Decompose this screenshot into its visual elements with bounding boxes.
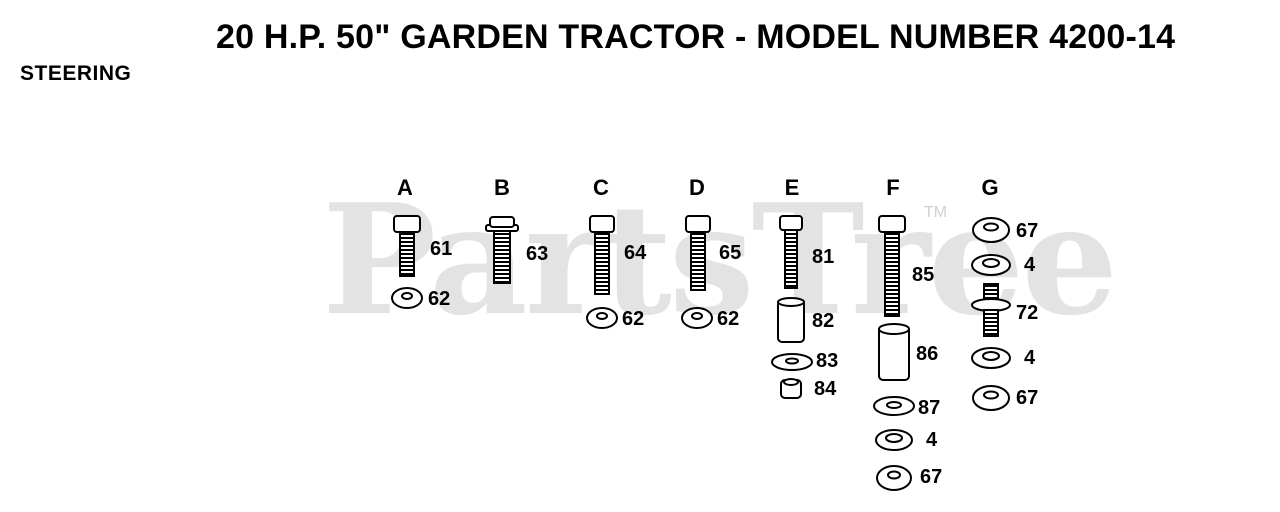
bolt-63-icon[interactable] (485, 216, 519, 284)
lock-nut-84-icon[interactable] (780, 378, 802, 399)
hex-nut-62-icon[interactable] (681, 307, 713, 329)
lock-washer-4-icon[interactable] (971, 347, 1011, 369)
hex-nut-62-icon[interactable] (391, 287, 423, 309)
bolt-81-icon[interactable] (779, 215, 803, 289)
spacer-86-icon[interactable] (878, 323, 910, 381)
group-label-c: C (593, 175, 609, 200)
group-label-a: A (397, 175, 413, 200)
part-number-82: 82 (812, 310, 835, 332)
part-number-86: 86 (916, 343, 939, 365)
part-number-87: 87 (918, 397, 941, 419)
group-label-g: G (981, 175, 999, 200)
part-number-4: 4 (1024, 347, 1036, 369)
hex-nut-67-icon[interactable] (972, 385, 1010, 411)
part-number-84: 84 (814, 378, 837, 400)
part-number-63: 63 (526, 243, 549, 265)
part-number-62: 62 (717, 308, 740, 330)
part-number-4: 4 (1024, 254, 1036, 276)
hex-nut-67-icon[interactable] (876, 465, 912, 491)
part-number-72: 72 (1016, 302, 1039, 324)
flat-washer-87-icon[interactable] (873, 396, 915, 416)
part-number-67: 67 (1016, 220, 1039, 242)
group-label-d: D (689, 175, 705, 200)
group-label-f: F (886, 175, 900, 200)
bolt-64-icon[interactable] (589, 215, 615, 295)
part-number-61: 61 (430, 238, 453, 260)
section-title: STEERING (20, 62, 132, 85)
part-number-62: 62 (428, 288, 451, 310)
group-label-e: E (784, 175, 800, 200)
part-number-85: 85 (912, 264, 935, 286)
part-number-62: 62 (622, 308, 645, 330)
lock-washer-4-icon[interactable] (875, 429, 913, 451)
part-number-4: 4 (926, 429, 938, 451)
hex-nut-67-icon[interactable] (972, 217, 1010, 243)
part-number-83: 83 (816, 350, 839, 372)
spacer-82-icon[interactable] (777, 297, 805, 343)
part-number-67: 67 (1016, 387, 1039, 409)
flat-washer-83-icon[interactable] (771, 353, 813, 371)
part-number-81: 81 (812, 246, 835, 268)
bolt-61-icon[interactable] (393, 215, 421, 277)
bolt-65-icon[interactable] (685, 215, 711, 291)
hex-nut-62-icon[interactable] (586, 307, 618, 329)
stud-72-icon[interactable] (971, 283, 1011, 337)
group-label-b: B (494, 175, 510, 200)
lock-washer-4-icon[interactable] (971, 254, 1011, 276)
watermark-tm: TM (924, 204, 948, 221)
bolt-85-icon[interactable] (878, 215, 906, 317)
part-number-64: 64 (624, 242, 647, 264)
part-number-67: 67 (920, 466, 943, 488)
part-number-65: 65 (719, 242, 742, 264)
page-title: 20 H.P. 50" GARDEN TRACTOR - MODEL NUMBE… (216, 18, 1176, 56)
